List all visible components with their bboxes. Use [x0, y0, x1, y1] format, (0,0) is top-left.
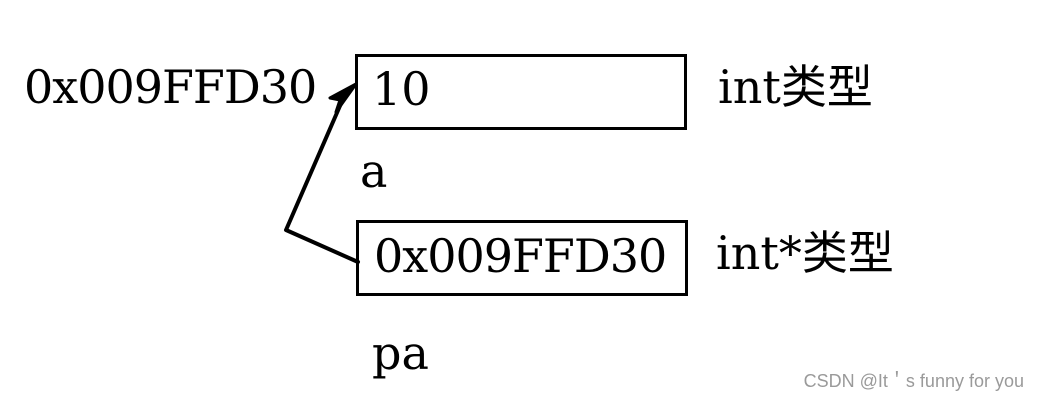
memory-box-a	[355, 54, 687, 130]
variable-name-a: a	[360, 144, 388, 198]
memory-box-a-value: 10	[372, 62, 431, 116]
type-label-pa: int*类型	[716, 226, 894, 280]
pointer-arrow-head	[328, 82, 358, 114]
memory-box-pa-value: 0x009FFD30	[374, 229, 667, 283]
address-label-a: 0x009FFD30	[24, 60, 317, 114]
variable-name-pa: pa	[372, 326, 429, 380]
watermark: CSDN @It＇s funny for you	[803, 371, 1024, 391]
type-label-a: int类型	[718, 60, 873, 114]
memory-box-pa	[356, 220, 688, 296]
pointer-arrow-line	[284, 90, 360, 264]
